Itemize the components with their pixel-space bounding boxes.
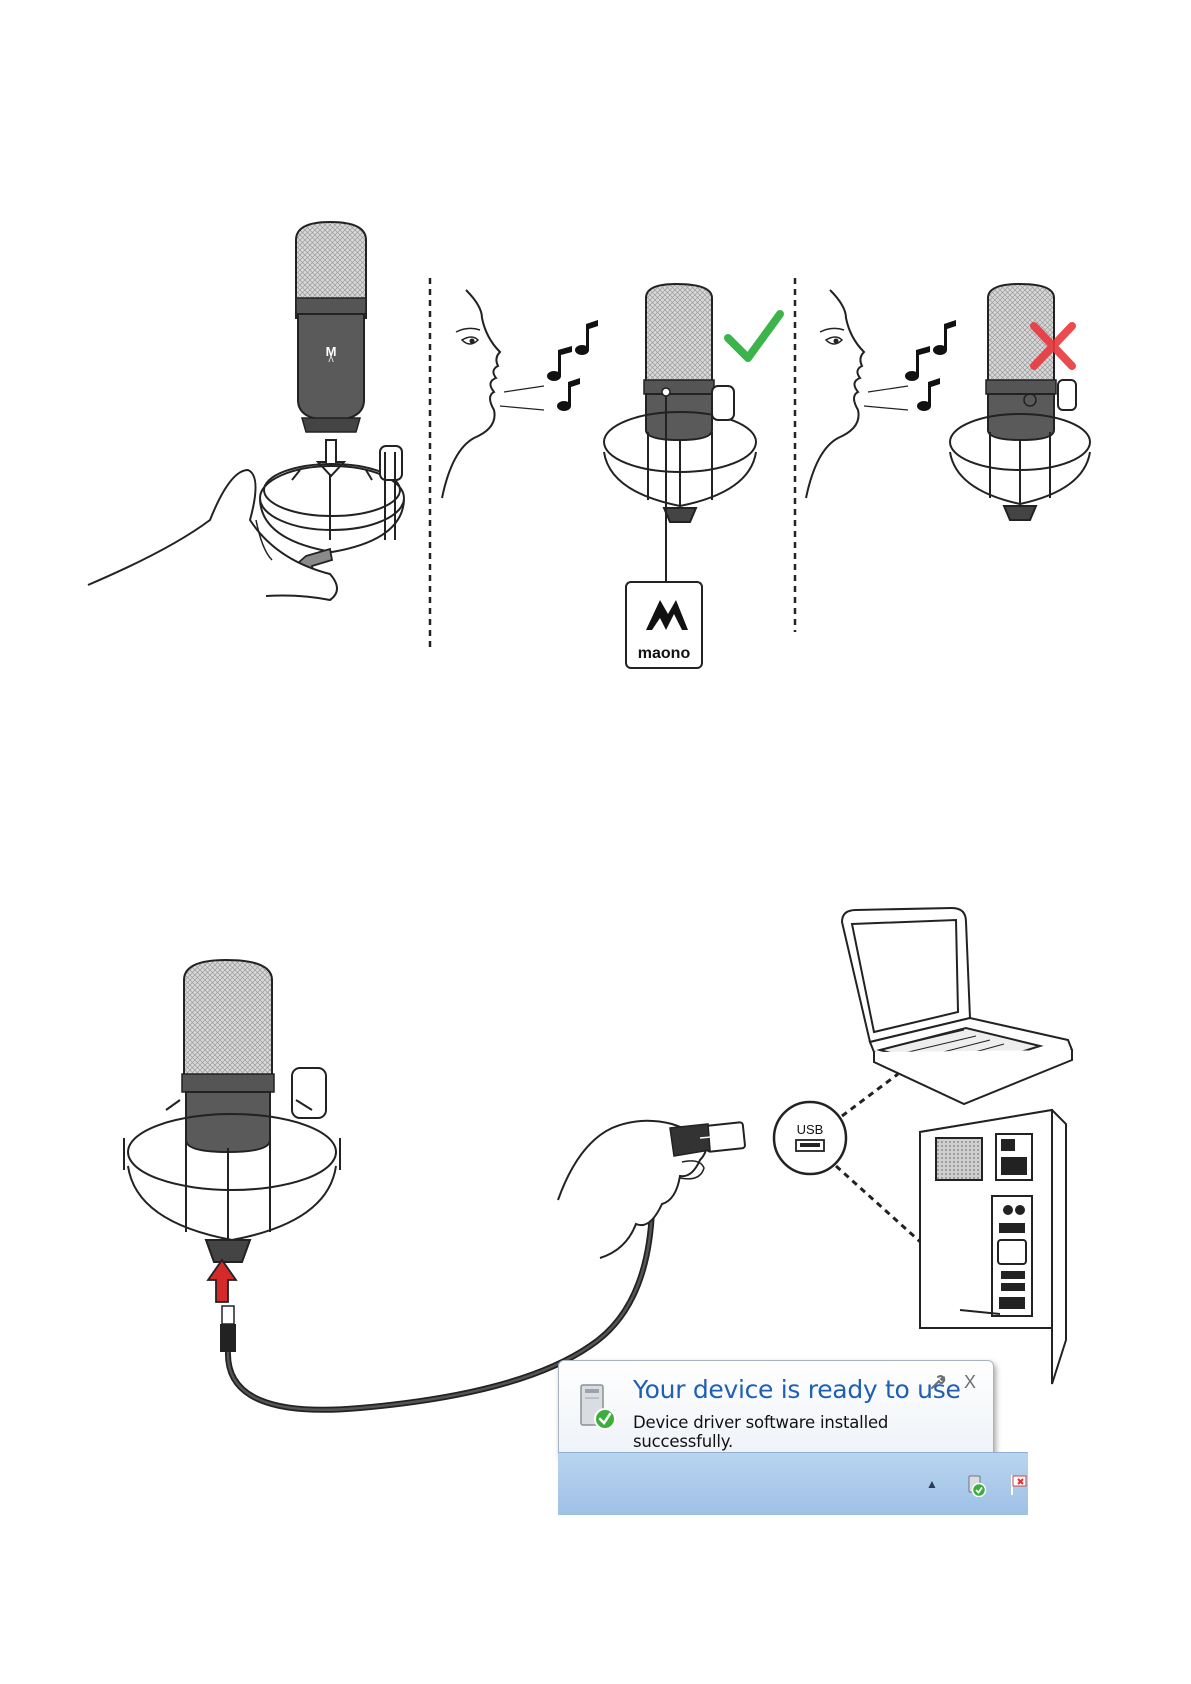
usb-port-icon: USB <box>772 1100 848 1176</box>
shock-mount-1 <box>259 445 405 554</box>
svg-text:Λ: Λ <box>328 355 334 364</box>
music-notes-wrong <box>905 320 956 411</box>
face-profile-correct <box>441 289 502 499</box>
hand-icon <box>87 468 338 602</box>
logo-brand-text: maono <box>638 645 691 662</box>
device-ready-tray-icon[interactable] <box>966 1475 988 1497</box>
svg-text:M: M <box>326 344 337 359</box>
taskbar: ▲ <box>558 1452 1028 1515</box>
usb-port-label: USB <box>797 1122 824 1137</box>
correct-orientation-illustration: maono <box>441 282 784 669</box>
close-notification-button[interactable]: X <box>963 1372 976 1392</box>
notification-title: Your device is ready to use <box>633 1375 961 1404</box>
microphone-wrong <box>985 282 1057 442</box>
usb-connection-illustration: USB <box>123 906 1074 1413</box>
action-center-flag-icon[interactable] <box>1009 1473 1029 1497</box>
maono-logo: maono <box>625 581 703 669</box>
face-profile-wrong <box>805 289 866 499</box>
mount-step-illustration: Λ M <box>87 220 405 602</box>
shock-mount-2 <box>603 385 757 523</box>
device-ready-notification[interactable]: Your device is ready to use Device drive… <box>558 1360 994 1458</box>
check-icon <box>724 310 784 362</box>
hand-holding-connector-icon <box>557 1119 707 1259</box>
notification-message: Device driver software installed success… <box>633 1413 889 1451</box>
shock-mount-4 <box>123 1067 341 1263</box>
device-drive-icon <box>580 1384 616 1430</box>
cross-icon <box>1030 322 1076 370</box>
microphone-correct <box>643 282 715 442</box>
laptop-icon <box>840 906 1074 1106</box>
shock-mount-3 <box>949 379 1091 521</box>
arrow-up-icon <box>206 1258 238 1303</box>
desktop-tower-icon <box>919 1108 1067 1385</box>
tray-expand-icon[interactable]: ▲ <box>926 1477 938 1491</box>
wrong-orientation-illustration <box>805 282 1091 521</box>
music-notes-correct <box>547 320 598 411</box>
microphone-connected <box>181 958 275 1154</box>
microphone-mounting: Λ M <box>295 220 367 433</box>
options-wrench-icon[interactable] <box>929 1373 947 1391</box>
